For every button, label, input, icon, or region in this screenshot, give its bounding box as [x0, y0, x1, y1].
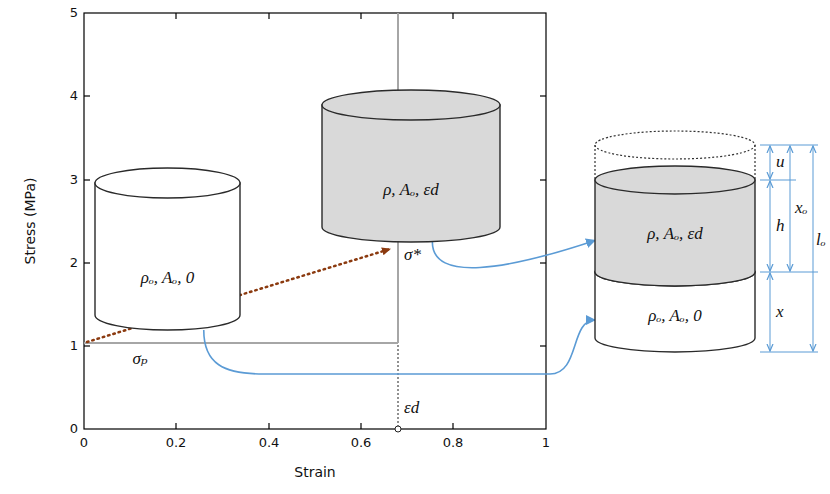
axis-title: Strain [294, 464, 335, 480]
mapping-arrow [432, 240, 595, 267]
cylinder-label: ρ, Aₒ, εd [383, 180, 439, 200]
plot-frame [84, 13, 546, 429]
cylinder-node: ρ, Aₒ, εd [322, 90, 500, 242]
tick-label: 1 [70, 339, 78, 354]
cylinder-body [95, 183, 240, 330]
math-label: σ* [404, 245, 421, 265]
strain-dropline [398, 345, 399, 426]
tick-label: 0.4 [259, 436, 280, 451]
cylinder-node: ρ, Aₒ, εd [595, 166, 755, 286]
cylinder-top [95, 168, 240, 198]
cylinder-top [322, 90, 500, 120]
math-label: lₒ [816, 230, 826, 250]
tick-label: 0 [80, 436, 88, 451]
cylinder-shape [322, 90, 500, 242]
tick-label: 1 [542, 436, 550, 451]
cylinder-body [322, 105, 500, 242]
axis-title: Stress (MPa) [22, 178, 38, 265]
tick-label: 0.6 [351, 436, 372, 451]
math-label: x [776, 302, 784, 322]
math-label: xₒ [795, 198, 807, 218]
cylinder-shape [95, 168, 240, 330]
cylinder-label: ρ, Aₒ, εd [647, 224, 703, 244]
math-label: h [776, 216, 785, 236]
cylinder-top [595, 258, 755, 286]
tick-label: 0.8 [443, 436, 464, 451]
tick-label: 3 [70, 173, 78, 188]
cylinder-node: ρₒ, Aₒ, 0 [95, 168, 240, 330]
tick-label: 5 [70, 6, 78, 21]
math-label: u [776, 152, 785, 172]
strain-marker [395, 426, 401, 432]
dimension-lines [760, 145, 818, 352]
tick-label: 2 [70, 256, 78, 271]
cylinder-body [595, 272, 755, 352]
tick-label: 0 [70, 422, 78, 437]
math-label: σₚ [132, 349, 147, 369]
math-label: εd [404, 398, 419, 418]
cylinder-body [595, 180, 755, 286]
cylinder-label: ρₒ, Aₒ, 0 [141, 268, 194, 288]
mapping-arrow [204, 320, 595, 374]
axis-ticks [84, 13, 546, 429]
cylinder-label: ρₒ, Aₒ, 0 [648, 306, 701, 326]
cylinder-top [595, 166, 755, 194]
tick-label: 0.2 [166, 436, 187, 451]
tick-label: 4 [70, 89, 78, 104]
